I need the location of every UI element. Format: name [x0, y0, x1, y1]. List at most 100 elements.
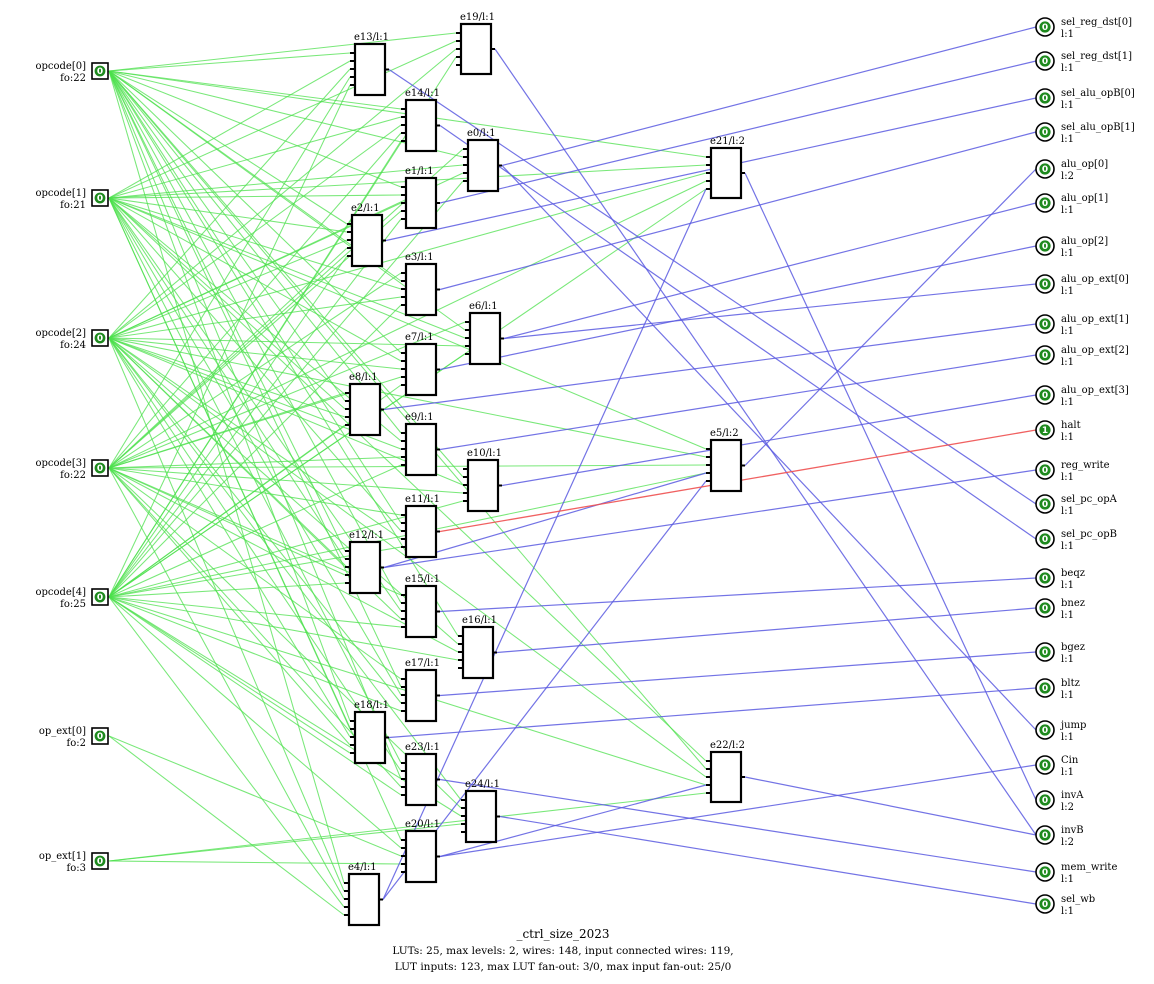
output-level: l:1	[1061, 767, 1074, 778]
output-level: l:1	[1061, 732, 1074, 743]
signal-dot	[1038, 125, 1052, 139]
lut-label: e5/l:2	[710, 428, 739, 439]
signal-dot	[1038, 571, 1052, 585]
signal-value: 0	[1042, 604, 1048, 614]
output-name: invA	[1061, 790, 1084, 801]
signal-dot	[1038, 828, 1052, 842]
input-wire	[108, 296, 402, 339]
lut-label: e20/l:1	[405, 819, 440, 830]
input-wire	[108, 337, 346, 418]
output-name: jump	[1060, 720, 1086, 731]
output-name: alu_op_ext[2]	[1061, 345, 1129, 356]
input-wire	[108, 464, 402, 598]
caption-title: _ctrl_size_2023	[516, 927, 609, 941]
signal-value: 0	[1042, 684, 1048, 694]
input-name: op_ext[0]	[39, 726, 86, 737]
lut-box	[353, 710, 387, 765]
input-name: opcode[1]	[35, 188, 86, 199]
signal-value: 0	[1042, 199, 1048, 209]
output-name: sel_reg_dst[0]	[1061, 17, 1132, 28]
signal-value: 0	[1042, 94, 1048, 104]
signal-dot	[93, 854, 107, 868]
lut-wire	[503, 202, 1037, 340]
signal-value: 0	[97, 593, 103, 603]
lut-label: e11/l:1	[405, 494, 440, 505]
output-name: sel_wb	[1061, 894, 1095, 905]
input-wire	[108, 596, 459, 661]
lut-label: e13/l:1	[354, 32, 389, 43]
lut-box	[709, 750, 743, 804]
input-wire	[108, 70, 707, 770]
lut-e11: e11/l:1	[401, 494, 440, 559]
input-wire	[108, 304, 402, 598]
signal-dot	[1038, 601, 1052, 615]
lut-label: e19/l:1	[460, 12, 495, 23]
signal-dot	[1038, 423, 1052, 437]
lut-label: e3/l:1	[405, 252, 434, 263]
output-name: halt	[1061, 420, 1081, 431]
lut-box	[404, 829, 438, 884]
signal-value: 0	[1042, 165, 1048, 175]
input-wire	[108, 70, 464, 478]
input-fanout: fo:24	[60, 340, 86, 351]
input-wire	[108, 40, 457, 199]
output-name: sel_alu_opB[0]	[1061, 88, 1135, 99]
signal-dot	[1038, 865, 1052, 879]
output-name: reg_write	[1061, 460, 1110, 471]
output-name: alu_op_ext[3]	[1061, 385, 1129, 396]
lut-e3: e3/l:1	[401, 252, 440, 317]
input-name: opcode[0]	[35, 61, 86, 72]
output-name: alu_op[0]	[1061, 159, 1108, 170]
signal-value: 0	[1042, 761, 1048, 771]
output-name: sel_alu_opB[1]	[1061, 122, 1135, 133]
lut-e7: e7/l:1	[401, 332, 440, 397]
input-port: 0op_ext[1]fo:3	[39, 851, 109, 874]
lut-e21: e21/l:2	[706, 136, 745, 200]
signal-value: 0	[1042, 500, 1048, 510]
lut-label: e1/l:1	[405, 166, 434, 177]
lut-wire	[439, 651, 1037, 697]
lut-label: e10/l:1	[467, 448, 502, 459]
output-level: l:2	[1061, 837, 1074, 848]
lut-box	[404, 98, 438, 153]
input-wire	[108, 337, 402, 370]
output-name: invB	[1061, 825, 1084, 836]
signal-value: 0	[97, 857, 103, 867]
lut-e19: e19/l:1	[456, 12, 495, 76]
input-wire	[108, 467, 402, 680]
input-wire	[108, 70, 464, 158]
output-name: sel_pc_opA	[1061, 494, 1118, 505]
input-name: opcode[2]	[35, 328, 86, 339]
lut-wire	[439, 60, 1037, 204]
input-fanout: fo:25	[60, 599, 86, 610]
input-wire	[108, 337, 402, 540]
input-fanout: fo:2	[67, 738, 86, 749]
lut-label: e6/l:1	[469, 301, 498, 312]
output-level: l:2	[1061, 171, 1074, 182]
signal-dot	[93, 590, 107, 604]
lut-label: e23/l:1	[405, 742, 440, 753]
output-level: l:1	[1061, 29, 1074, 40]
output-level: l:1	[1061, 100, 1074, 111]
input-wire	[108, 32, 457, 72]
input-wire	[108, 467, 351, 746]
input-wire	[108, 596, 402, 796]
input-wire	[108, 60, 351, 199]
lut-wire	[439, 245, 1037, 371]
lut-box	[709, 146, 743, 200]
input-wire	[108, 424, 346, 598]
input-fanout: fo:21	[60, 200, 86, 211]
signal-value: 0	[1042, 726, 1048, 736]
lut-box	[348, 382, 382, 437]
lut-e5: e5/l:2	[706, 428, 745, 493]
lut-wire	[383, 469, 1037, 569]
lut-e1: e1/l:1	[401, 166, 440, 230]
lut-label: e22/l:2	[710, 740, 745, 751]
input-wire	[108, 68, 351, 339]
signal-dot	[1038, 463, 1052, 477]
